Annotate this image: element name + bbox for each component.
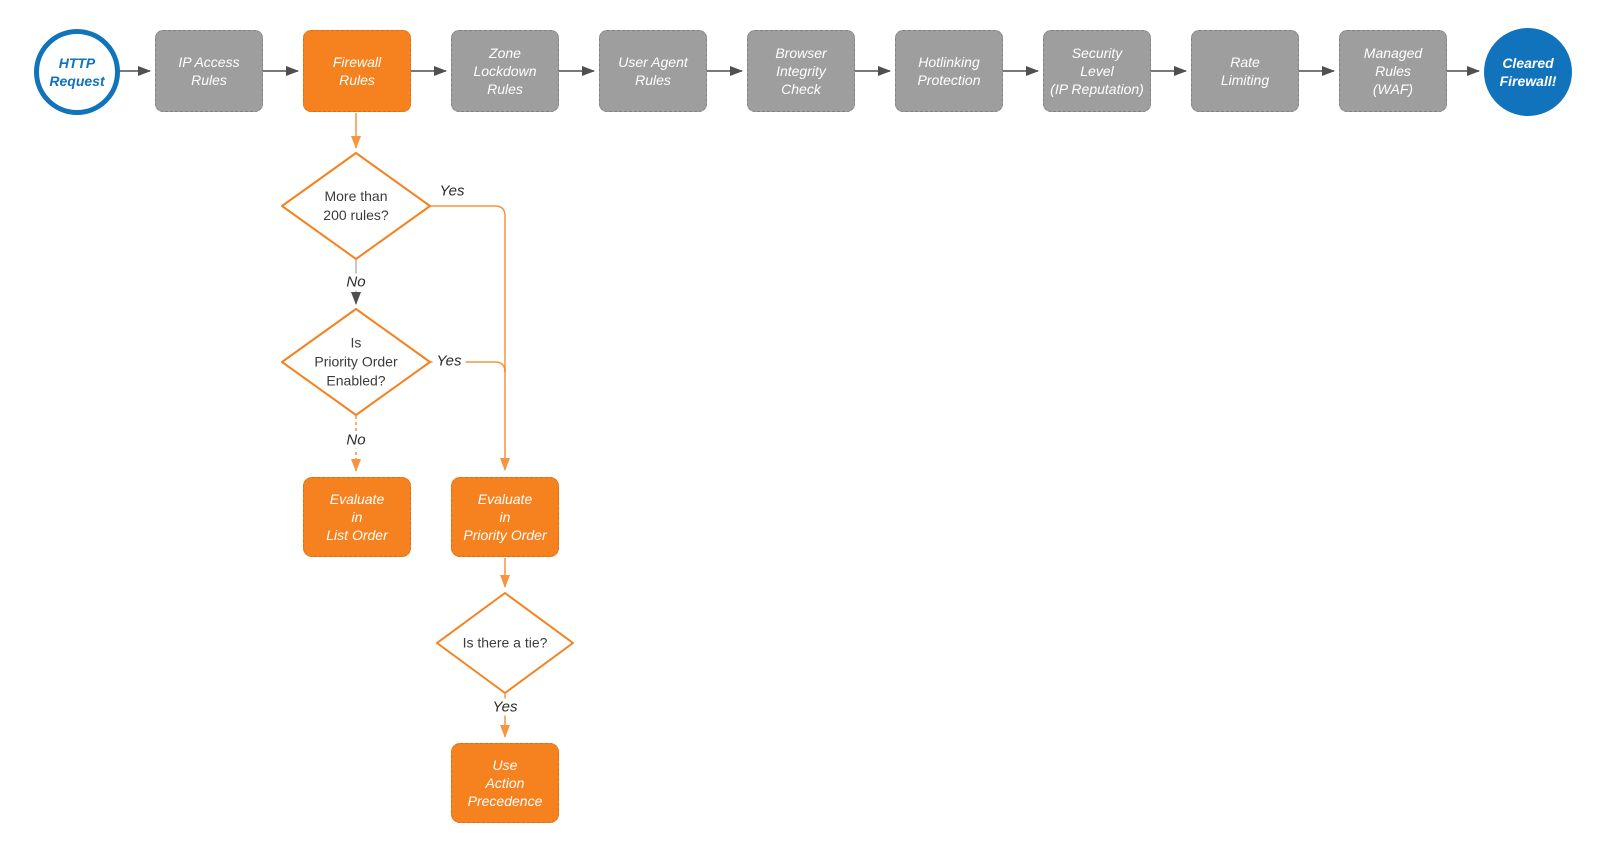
- decision-priority-order-enabled: Is Priority Order Enabled?: [314, 334, 398, 389]
- node-user-agent-rules: User Agent Rules: [599, 30, 707, 112]
- decision-is-there-a-tie: Is there a tie?: [462, 634, 548, 651]
- edge-label-yes-3: Yes: [488, 698, 522, 716]
- node-evaluate-in-priority-order: Evaluate in Priority Order: [451, 477, 559, 557]
- node-use-action-precedence: Use Action Precedence: [451, 743, 559, 823]
- node-evaluate-in-list-order: Evaluate in List Order: [303, 477, 411, 557]
- node-cleared-firewall: Cleared Firewall!: [1484, 28, 1572, 116]
- node-managed-rules-waf: Managed Rules (WAF): [1339, 30, 1447, 112]
- node-firewall-rules: Firewall Rules: [303, 30, 411, 112]
- connector-decision2-yes: [430, 361, 506, 373]
- node-hotlinking-protection: Hotlinking Protection: [895, 30, 1003, 112]
- connector-decision1-yes: [430, 205, 510, 471]
- node-rate-limiting: Rate Limiting: [1191, 30, 1299, 112]
- decision-diamond-priority-order-enabled: [281, 308, 431, 416]
- decision-diamond-is-there-a-tie: [436, 592, 574, 694]
- node-zone-lockdown-rules: Zone Lockdown Rules: [451, 30, 559, 112]
- node-browser-integrity-check: Browser Integrity Check: [747, 30, 855, 112]
- edge-label-no-1: No: [342, 273, 370, 291]
- decision-shapes: [281, 152, 574, 694]
- decision-diamond-more-than-200-rules: [281, 152, 431, 260]
- node-http-request: HTTP Request: [34, 29, 120, 115]
- edge-label-yes-1: Yes: [435, 182, 469, 200]
- node-ip-access-rules: IP Access Rules: [155, 30, 263, 112]
- node-security-level-ip-reputation: Security Level (IP Reputation): [1043, 30, 1151, 112]
- edge-label-no-2: No: [342, 431, 370, 449]
- edge-label-yes-2: Yes: [432, 352, 466, 370]
- decision-more-than-200-rules: More than 200 rules?: [323, 188, 389, 223]
